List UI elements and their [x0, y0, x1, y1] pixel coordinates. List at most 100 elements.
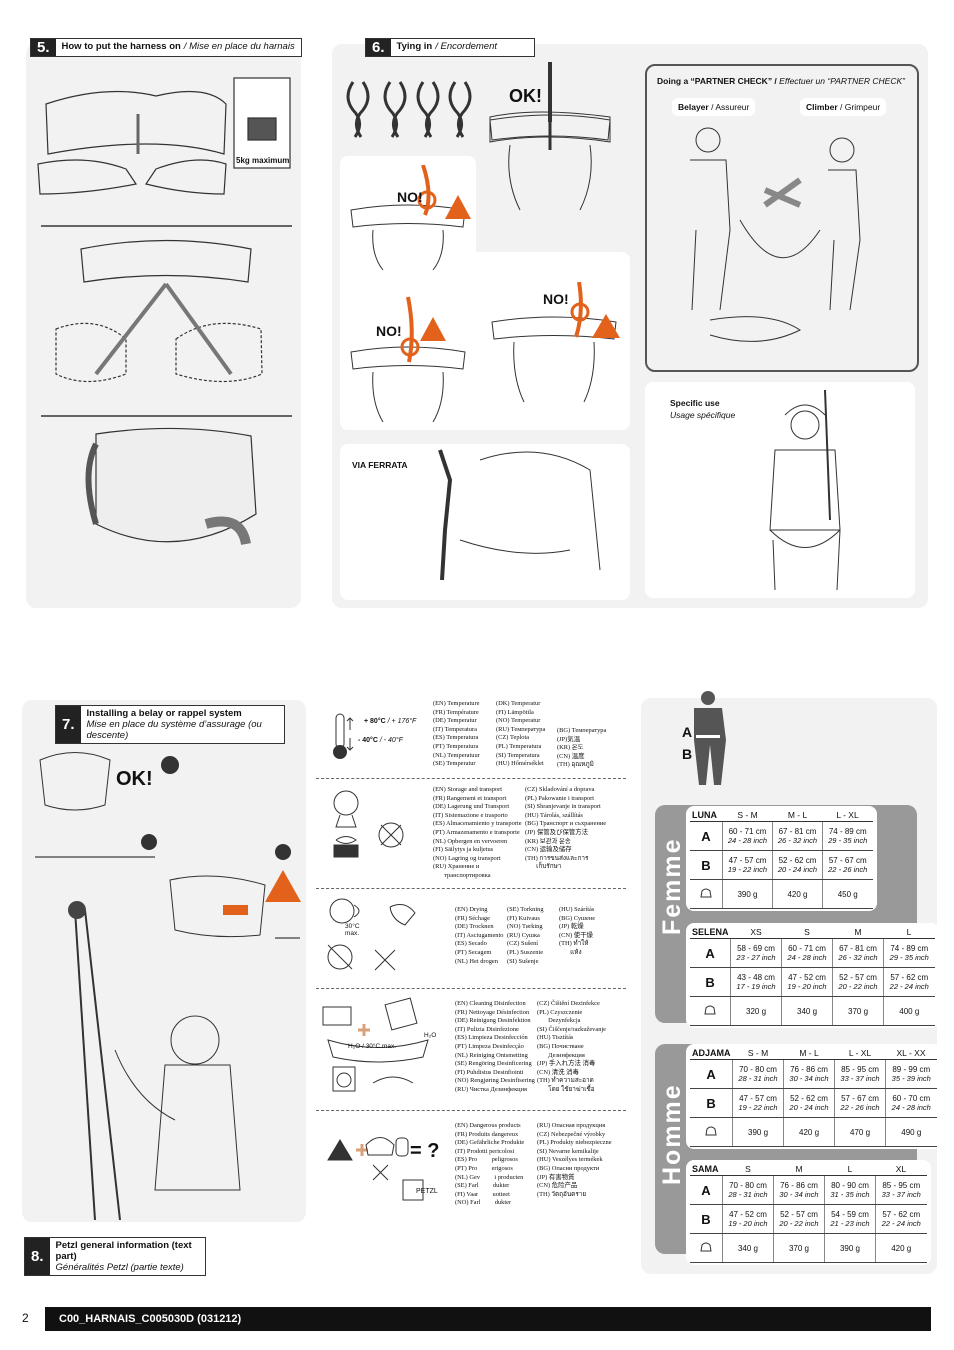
- harness-no-3: [491, 282, 620, 403]
- temperature-text-1: (EN) Temperature (FR) Température (DE) T…: [433, 700, 480, 768]
- size-cm: 52 - 62 cm: [790, 1094, 828, 1103]
- size-inch: 20 - 24 inch: [777, 865, 818, 874]
- dangerous-question: = ?: [410, 1140, 440, 1162]
- size-inch: 24 - 28 inch: [787, 953, 827, 962]
- size-column-header: M: [773, 1162, 825, 1176]
- temp-cold: - 40°C / - 40°F: [358, 737, 403, 744]
- weight-icon: [704, 1005, 716, 1014]
- drying-text-2: (SE) Torkning (FI) Kuivaus (NO) Tørking …: [507, 906, 544, 965]
- size-cm: 58 - 69 cm: [737, 944, 775, 953]
- step6-title: Tying in: [396, 41, 433, 52]
- size-inch: 31 - 35 inch: [830, 1190, 870, 1199]
- dangerous-icons: [327, 1137, 424, 1201]
- size-column-header: L: [883, 925, 935, 939]
- size-inch: 24 - 28 inch: [891, 1103, 931, 1112]
- specific-use-title: Specific use: [670, 398, 720, 408]
- dangerous-brand: PETZL: [416, 1188, 438, 1195]
- step7-title-fr: Mise en place du système d’assurage (ou …: [86, 719, 262, 741]
- partner-check-title-en: Doing a “PARTNER CHECK” /: [657, 76, 777, 86]
- size-inch: 22 - 24 inch: [889, 982, 929, 991]
- size-cm: 85 - 95 cm: [882, 1181, 921, 1190]
- divider-1: [316, 778, 626, 779]
- temp-hot: + 80°C / + 176°F: [364, 718, 416, 725]
- step5-title-fr: / Mise en place du harnais: [183, 41, 295, 52]
- size-row-key: A: [690, 1059, 733, 1089]
- size-row-key: B: [690, 967, 731, 997]
- size-cm: 60 - 70 cm: [892, 1094, 931, 1103]
- size-inch: 17 - 19 inch: [736, 982, 776, 991]
- size-inch: 35 - 39 inch: [891, 1074, 931, 1083]
- weight-cell: 420 g: [875, 1233, 927, 1263]
- size-cm: 76 - 86 cm: [790, 1065, 828, 1074]
- divider-2: [316, 888, 626, 889]
- no-cell-2: [340, 252, 630, 430]
- weight-cell: 390 g: [732, 1117, 784, 1147]
- size-column-header: S: [722, 1162, 774, 1176]
- size-model-name: LUNA: [690, 808, 723, 822]
- via-ferrata-label: VIA FERRATA: [352, 460, 408, 470]
- size-inch: 22 - 26 inch: [840, 1103, 880, 1112]
- step6-number: 6.: [366, 39, 391, 56]
- size-cm: 47 - 57 cm: [728, 856, 767, 865]
- size-row-key: B: [690, 850, 723, 880]
- size-inch: 33 - 37 inch: [840, 1074, 880, 1083]
- size-inch: 22 - 26 inch: [828, 865, 868, 874]
- size-cm: 67 - 81 cm: [778, 827, 817, 836]
- cleaning-wash: H₂O / 30°C max.: [348, 1043, 397, 1050]
- step5-title: How to put the harness on: [61, 41, 181, 52]
- size-inch: 30 - 34 inch: [789, 1074, 829, 1083]
- size-column-header: XL - XX: [885, 1046, 937, 1060]
- step7-number: 7.: [56, 706, 81, 743]
- size-row-key: [690, 879, 723, 909]
- dangerous-text-1: (EN) Dangerous products (FR) Produits da…: [455, 1122, 525, 1207]
- weight-cell: 490 g: [885, 1117, 937, 1147]
- size-cm: 60 - 71 cm: [728, 827, 767, 836]
- size-cm: 52 - 57 cm: [780, 1210, 818, 1219]
- size-cm: 43 - 48 cm: [737, 973, 775, 982]
- size-column-header: M - L: [772, 808, 823, 822]
- size-column-header: L: [824, 1162, 876, 1176]
- size-cm: 85 - 95 cm: [841, 1065, 879, 1074]
- size-model-name: SELENA: [690, 925, 731, 939]
- step7-title: Installing a belay or rappel system: [86, 708, 242, 719]
- size-column-header: M: [832, 925, 884, 939]
- weight-icon: [700, 888, 712, 897]
- temp-hot-c: + 80°C: [364, 718, 386, 725]
- size-cm: 57 - 67 cm: [841, 1094, 879, 1103]
- size-inch: 26 - 32 inch: [838, 953, 878, 962]
- body-figure: [694, 691, 726, 785]
- size-cm: 57 - 62 cm: [882, 1210, 921, 1219]
- specific-use-cell: [645, 382, 915, 598]
- size-inch: 23 - 27 inch: [736, 953, 776, 962]
- size-cm: 47 - 52 cm: [788, 973, 826, 982]
- size-column-header: XS: [730, 925, 782, 939]
- belay-drawing: [35, 752, 301, 1220]
- size-cm: 74 - 89 cm: [890, 944, 929, 953]
- step8-number: 8.: [25, 1238, 50, 1275]
- size-model-name: SAMA: [690, 1162, 723, 1176]
- temperature-text-3: (BG) Температура (JP)気温 (KR) 온도 (CN) 温度 …: [557, 727, 607, 769]
- size-cm: 52 - 62 cm: [778, 856, 817, 865]
- belayer-label: Belayer: [678, 102, 709, 112]
- size-column-header: S - M: [722, 808, 773, 822]
- size-inch: 28 - 31 inch: [728, 1190, 768, 1199]
- size-cm: 57 - 62 cm: [890, 973, 929, 982]
- climber-tag: Climber / Grimpeur: [800, 98, 887, 116]
- size-cm: 60 - 71 cm: [788, 944, 826, 953]
- size-inch: 24 - 28 inch: [727, 836, 768, 845]
